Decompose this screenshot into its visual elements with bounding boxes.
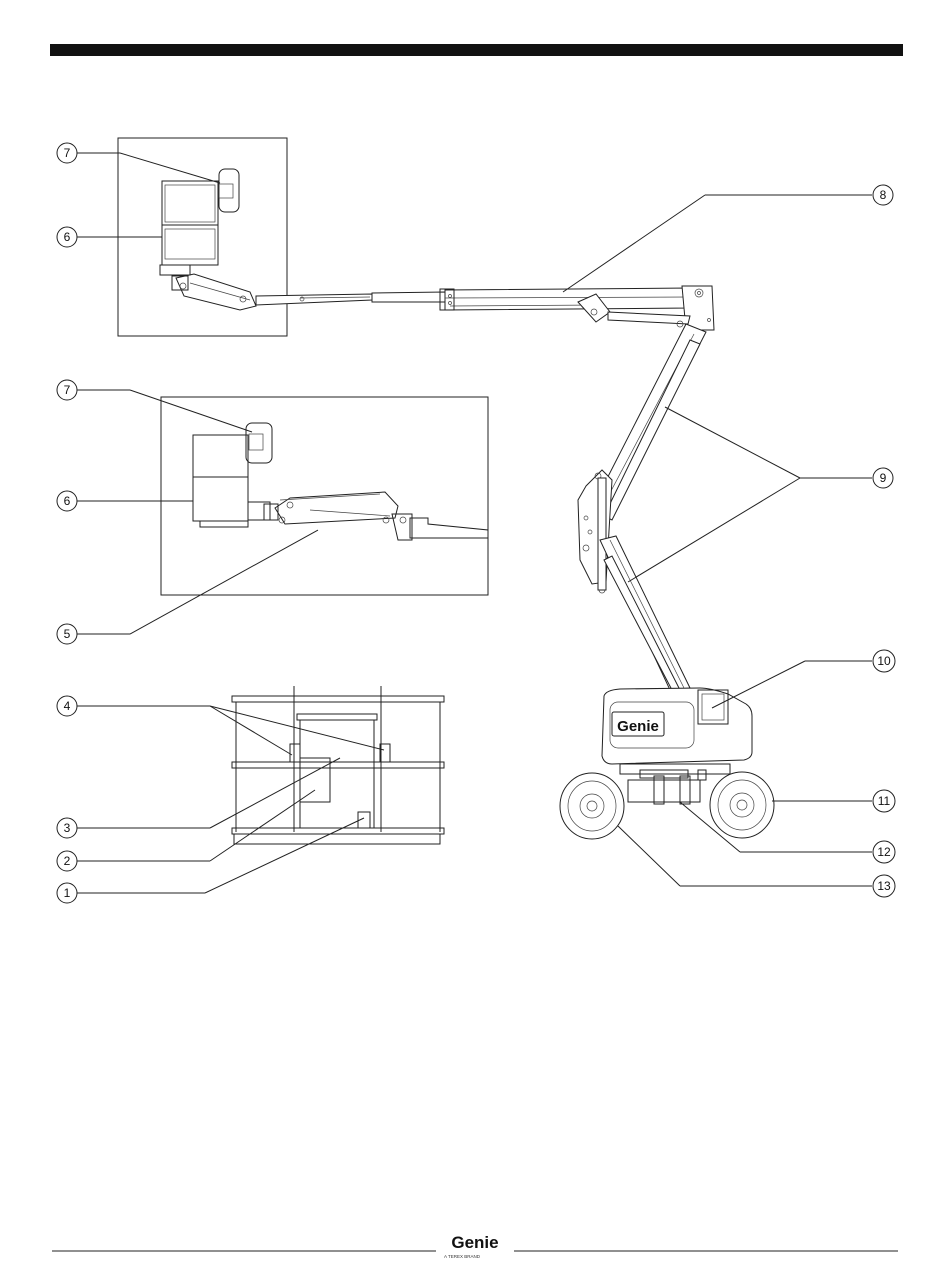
callout-label: 8 bbox=[880, 188, 887, 202]
callout-10: 10 bbox=[873, 650, 895, 672]
callout-3: 3 bbox=[57, 818, 77, 838]
callout-5: 5 bbox=[57, 624, 77, 644]
callout-label: 1 bbox=[64, 886, 71, 900]
callout-6-middle: 6 bbox=[57, 491, 77, 511]
callout-label: 7 bbox=[64, 383, 71, 397]
callout-label: 10 bbox=[877, 654, 891, 668]
callout-7-top: 7 bbox=[57, 143, 77, 163]
callout-13: 13 bbox=[873, 875, 895, 897]
callout-11: 11 bbox=[873, 790, 895, 812]
callout-1: 1 bbox=[57, 883, 77, 903]
header-bar bbox=[50, 44, 903, 56]
callout-label: 5 bbox=[64, 627, 71, 641]
callout-label: 9 bbox=[880, 471, 887, 485]
footer-logo: Genie bbox=[451, 1233, 498, 1252]
boom-lift-machine: Genie bbox=[256, 286, 774, 839]
callout-7-middle: 7 bbox=[57, 380, 77, 400]
callout-label: 12 bbox=[877, 845, 891, 859]
callout-label: 13 bbox=[877, 879, 891, 893]
callout-label: 7 bbox=[64, 146, 71, 160]
machine-logo: Genie bbox=[617, 718, 659, 735]
footer: Genie A TEREX BRAND bbox=[52, 1233, 898, 1259]
callout-label: 4 bbox=[64, 699, 71, 713]
callout-12: 12 bbox=[873, 841, 895, 863]
callout-label: 3 bbox=[64, 821, 71, 835]
callout-6-top: 6 bbox=[57, 227, 77, 247]
callout-label: 2 bbox=[64, 854, 71, 868]
footer-tagline: A TEREX BRAND bbox=[444, 1254, 481, 1259]
inset-side-view bbox=[161, 397, 488, 595]
callout-label: 11 bbox=[878, 794, 891, 808]
callout-label: 6 bbox=[64, 494, 71, 508]
platform-front-view bbox=[232, 686, 444, 844]
callout-8: 8 bbox=[873, 185, 893, 205]
callout-label: 6 bbox=[64, 230, 71, 244]
callout-9: 9 bbox=[873, 468, 893, 488]
callout-4: 4 bbox=[57, 696, 77, 716]
callout-2: 2 bbox=[57, 851, 77, 871]
